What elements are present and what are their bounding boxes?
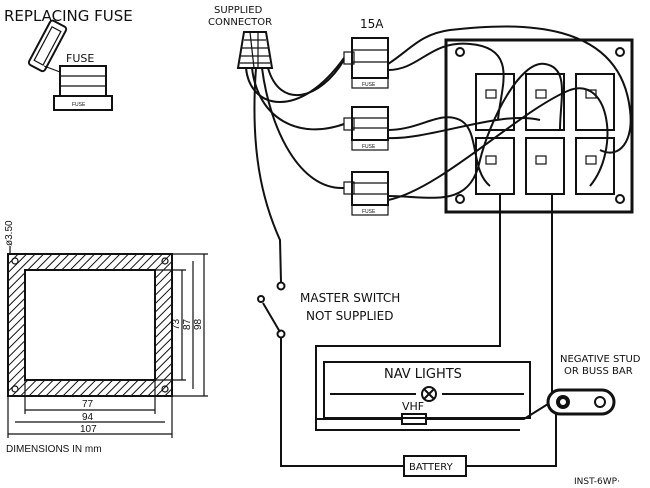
fuse-inset-small-text: FUSE	[72, 102, 86, 108]
connector-label-line2: CONNECTOR	[208, 17, 272, 28]
dim-87: 87	[182, 318, 193, 330]
fuse-holder-3: FUSE	[343, 171, 389, 216]
dim-hole-diameter: ø3.50	[4, 220, 15, 246]
dim-94: 94	[82, 412, 94, 423]
fuse-holder-2: FUSE	[343, 106, 389, 151]
master-switch-symbol	[257, 281, 286, 339]
switch-row-top	[475, 73, 615, 131]
part-number: INST-6WP·	[574, 477, 620, 487]
dim-73: 73	[171, 318, 182, 330]
vhf-label: VHF	[402, 400, 424, 413]
master-switch-label-line2: NOT SUPPLIED	[306, 309, 394, 323]
dim-77: 77	[82, 399, 94, 410]
battery-symbol	[403, 455, 467, 477]
svg-text:FUSE: FUSE	[362, 144, 376, 150]
nav-lights-lamp-icon	[421, 386, 437, 402]
supplied-connector-icon	[236, 31, 274, 69]
panel-cutout-drawing	[7, 246, 208, 438]
svg-text:FUSE: FUSE	[362, 82, 376, 88]
nav-lights-label: NAV LIGHTS	[384, 367, 462, 382]
dimensions-caption: DIMENSIONS IN mm	[6, 444, 102, 455]
negative-stud-label-line2: OR BUSS BAR	[564, 366, 633, 377]
fuse-holder-1: FUSE	[343, 37, 389, 89]
vhf-wire-ground	[426, 403, 549, 420]
svg-text:FUSE: FUSE	[362, 209, 376, 215]
fuse-to-panel-wires	[315, 25, 632, 431]
switch-panel	[444, 38, 634, 214]
fuse-rating-label: 15A	[360, 17, 384, 31]
connector-to-fuse-wires	[245, 57, 345, 190]
battery-label: BATTERY	[409, 462, 454, 473]
switch-row-bottom	[475, 137, 615, 195]
fuse-inset-illustration	[27, 19, 113, 111]
dim-98: 98	[193, 318, 204, 330]
negative-stud-icon	[546, 330, 616, 416]
replacing-fuse-title: REPLACING FUSE	[4, 7, 133, 25]
negative-stud-label-line1: NEGATIVE STUD	[560, 354, 641, 365]
master-switch-label-line1: MASTER SWITCH	[300, 291, 400, 305]
connector-label-line1: SUPPLIED	[214, 5, 263, 16]
master-switch-wiring	[253, 67, 557, 467]
fuse-inset-label: FUSE	[66, 52, 94, 65]
dim-107: 107	[80, 424, 97, 435]
